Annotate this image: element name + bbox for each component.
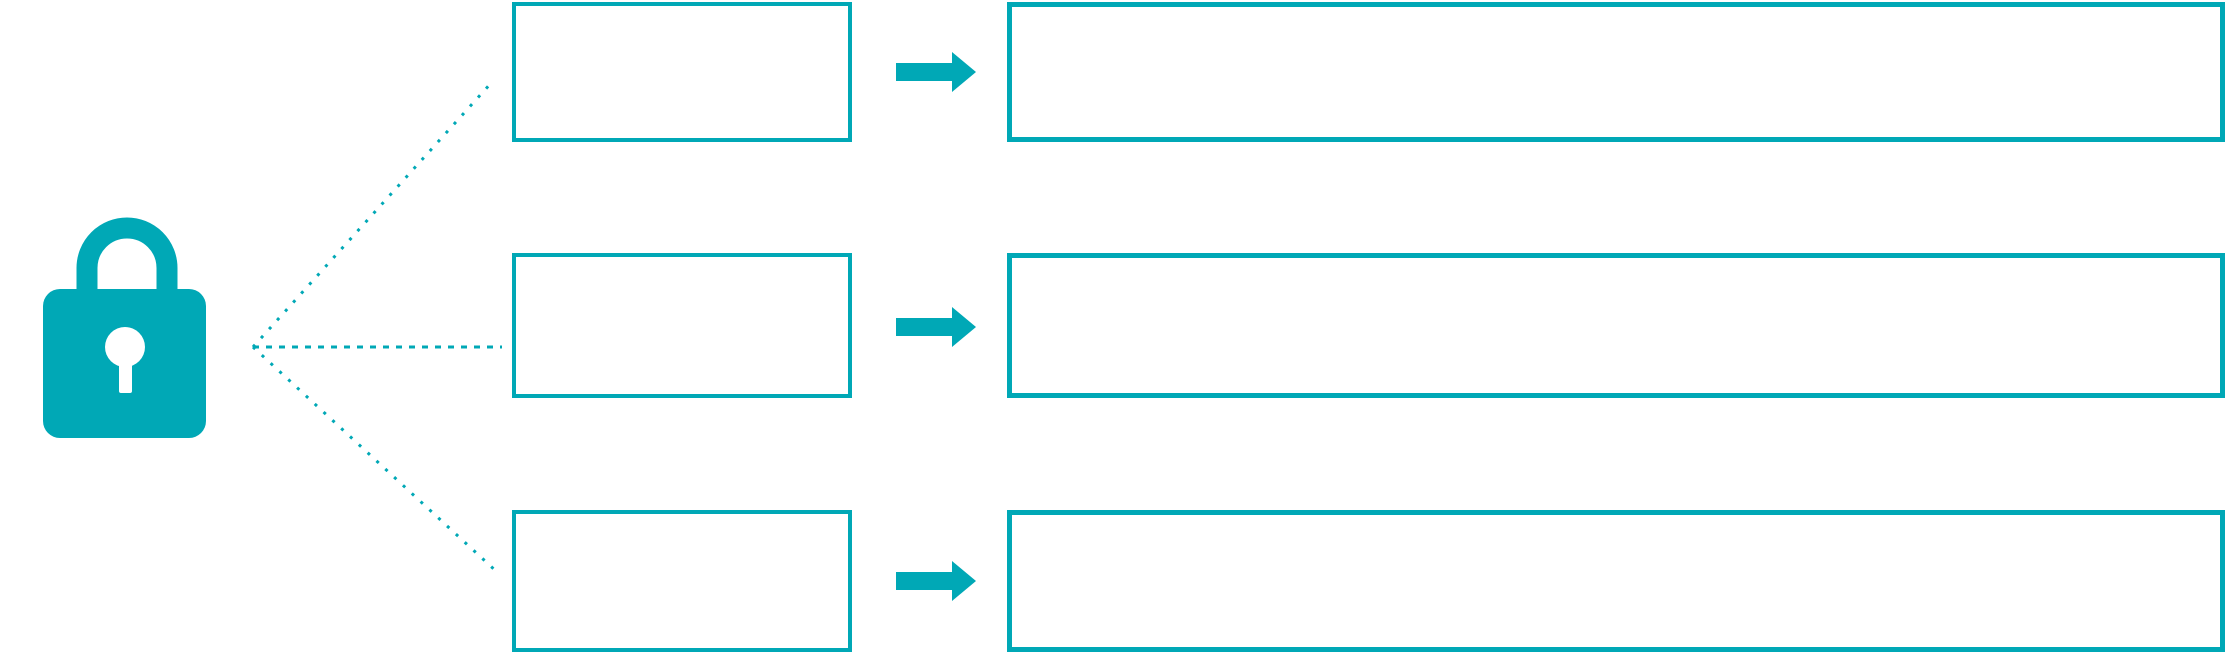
source-box-3 [512,510,852,652]
right-arrow-icon-2 [896,307,976,347]
source-box-2 [512,253,852,398]
target-box-2 [1007,253,2225,398]
connector-line-bottom [251,345,499,574]
lock-icon [43,217,206,438]
connector-line-top [251,80,494,349]
right-arrow-icon-1 [896,52,976,92]
target-box-3 [1007,510,2225,652]
right-arrow-icon-3 [896,561,976,601]
lock-shackle [76,217,178,298]
target-box-1 [1007,2,2225,142]
lock-keyhole-stem [119,347,132,393]
source-box-1 [512,2,852,142]
